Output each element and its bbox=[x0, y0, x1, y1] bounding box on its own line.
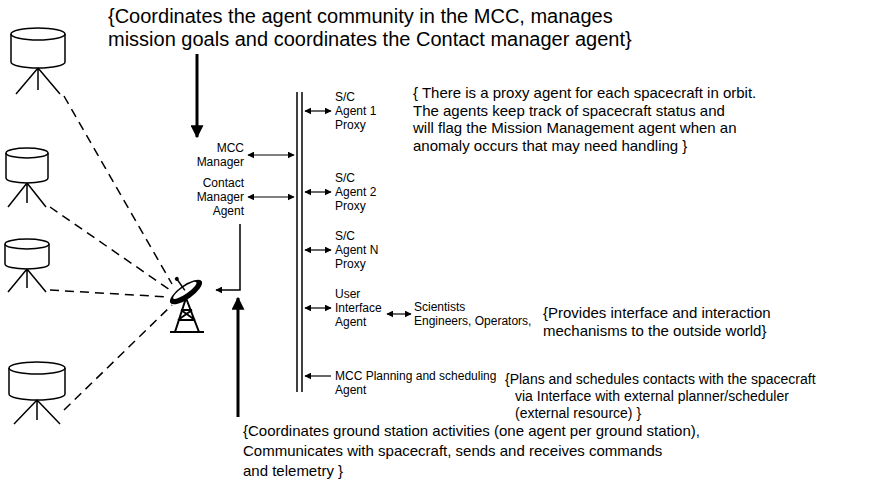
bus-tap bbox=[305, 249, 331, 250]
antenna-link bbox=[216, 224, 240, 290]
agent-name: S/C Agent 1 Proxy bbox=[335, 90, 379, 132]
text-line: Agent bbox=[335, 383, 499, 397]
ground-station-top bbox=[5, 239, 49, 249]
agent-bus bbox=[301, 92, 303, 392]
bus-tap bbox=[248, 154, 294, 155]
agent-name: S/C Agent 2 Proxy bbox=[335, 171, 379, 213]
text-line: via Interface with external planner/sche… bbox=[505, 388, 816, 405]
manager-agent: MCC Manager bbox=[194, 141, 244, 169]
antenna-feed-tip bbox=[174, 276, 180, 282]
text-line: mission goals and coordinates the Contac… bbox=[108, 28, 632, 51]
text-line: User bbox=[335, 287, 384, 301]
proxy-agent: S/C Agent 1 Proxy bbox=[335, 90, 379, 132]
text-line: Agent bbox=[335, 315, 384, 329]
text-line: {Coordinates ground station activities (… bbox=[243, 421, 700, 441]
text-line: Scientists bbox=[414, 300, 534, 314]
agent-name: MCC Manager bbox=[194, 141, 244, 169]
text-line: Engineers, Operators, bbox=[414, 314, 534, 328]
agent-bus bbox=[296, 92, 298, 392]
antenna-feed bbox=[177, 280, 184, 291]
proxy-agent: S/C Agent 2 Proxy bbox=[335, 171, 379, 213]
ground-station-body bbox=[11, 34, 65, 68]
tripod bbox=[8, 269, 46, 292]
radio-link bbox=[64, 305, 172, 410]
text-line: Proxy bbox=[335, 199, 379, 213]
text-line: Contact bbox=[194, 176, 244, 190]
text-line: MCC bbox=[194, 141, 244, 155]
bus-tap bbox=[305, 307, 331, 308]
agent-name: MCC Planning and scheduling Agent bbox=[335, 369, 499, 397]
annotation: {Coordinates ground station activities (… bbox=[243, 421, 700, 481]
text-line: Agent 2 bbox=[335, 185, 379, 199]
callout-arrow bbox=[196, 54, 199, 137]
text-line: Agent 1 bbox=[335, 104, 379, 118]
annotation: {Coordinates the agent community in the … bbox=[108, 5, 632, 51]
text-line: Agent bbox=[194, 204, 244, 218]
planning-agent: MCC Planning and scheduling Agent bbox=[335, 369, 499, 397]
ground-station-body bbox=[6, 153, 48, 183]
callout-arrow bbox=[237, 298, 240, 417]
text-line: S/C bbox=[335, 171, 379, 185]
annotation: {Plans and schedules contacts with the s… bbox=[505, 371, 816, 422]
interface-agent: User Interface Agent bbox=[335, 287, 384, 329]
text-line: Manager bbox=[194, 190, 244, 204]
text-line: S/C bbox=[335, 90, 379, 104]
text-line: S/C bbox=[335, 229, 381, 243]
radio-link bbox=[64, 96, 172, 284]
bus-tap bbox=[305, 191, 331, 192]
text-line: mechanisms to the outside world} bbox=[543, 322, 771, 340]
text-line: Agent N bbox=[335, 243, 381, 257]
agent-name: Contact Manager Agent bbox=[194, 176, 244, 218]
ground-station-top bbox=[11, 28, 65, 40]
text-line: will flag the Mission Management agent w… bbox=[413, 119, 756, 137]
antenna-dish bbox=[166, 275, 205, 308]
text-line: Communicates with spacecraft, sends and … bbox=[243, 441, 700, 461]
radio-link bbox=[50, 207, 170, 290]
text-line: Manager bbox=[194, 155, 244, 169]
bus-tap bbox=[305, 375, 331, 376]
text-line: Interface bbox=[335, 301, 384, 315]
user-group: Scientists Engineers, Operators, bbox=[414, 300, 534, 328]
agent-name: User Interface Agent bbox=[335, 287, 384, 329]
text-line: (external resource) } bbox=[505, 405, 816, 422]
tripod bbox=[14, 400, 60, 424]
bus-tap bbox=[248, 196, 294, 197]
text-line: {Coordinates the agent community in the … bbox=[108, 5, 632, 28]
ground-station-top bbox=[9, 362, 65, 374]
agent-name: S/C Agent N Proxy bbox=[335, 229, 381, 271]
ground-station-body bbox=[5, 244, 49, 269]
connector-arrow bbox=[387, 313, 411, 314]
antenna-dish-inner bbox=[171, 279, 198, 301]
annotation: {Provides interface and interaction mech… bbox=[543, 304, 771, 340]
tripod bbox=[16, 68, 60, 94]
text-line: { There is a proxy agent for each spacec… bbox=[413, 84, 756, 102]
text-line: {Provides interface and interaction bbox=[543, 304, 771, 322]
bus-tap bbox=[305, 110, 331, 111]
text-line: MCC Planning and scheduling bbox=[335, 369, 499, 383]
text-line: anomaly occurs that may need handling } bbox=[413, 137, 756, 155]
radio-link bbox=[50, 290, 168, 297]
annotation: { There is a proxy agent for each spacec… bbox=[413, 84, 756, 154]
text-line: Proxy bbox=[335, 257, 381, 271]
agent-name: Scientists Engineers, Operators, bbox=[414, 300, 534, 328]
antenna-tower bbox=[170, 298, 204, 332]
text-line: The agents keep track of spacecraft stat… bbox=[413, 102, 756, 120]
tripod bbox=[8, 183, 46, 207]
ground-station-body bbox=[9, 368, 65, 400]
text-line: {Plans and schedules contacts with the s… bbox=[505, 371, 816, 388]
text-line: and telemetry } bbox=[243, 461, 700, 481]
ground-station-top bbox=[6, 148, 48, 158]
proxy-agent: S/C Agent N Proxy bbox=[335, 229, 381, 271]
contact-agent: Contact Manager Agent bbox=[194, 176, 244, 218]
text-line: Proxy bbox=[335, 118, 379, 132]
